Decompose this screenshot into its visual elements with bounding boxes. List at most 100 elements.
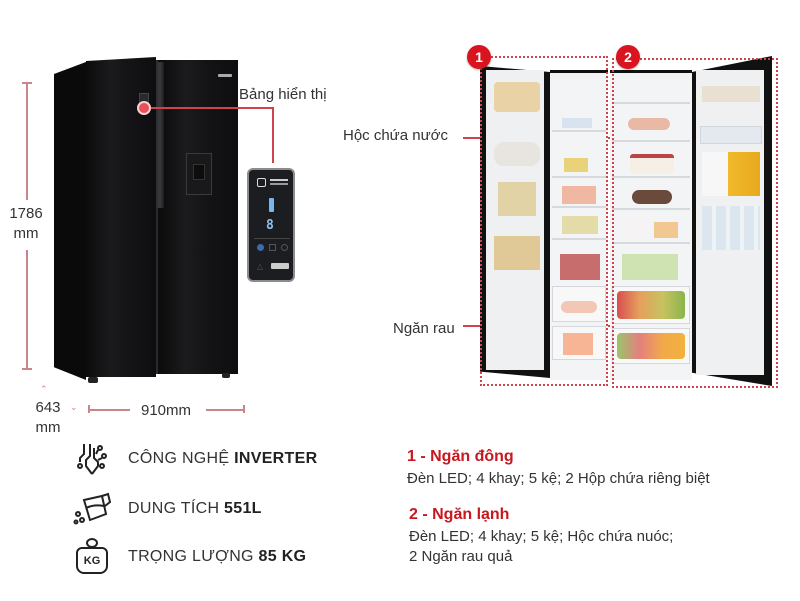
spec-capacity-text: DUNG TÍCH 551L: [128, 500, 262, 518]
depth-dimension-value: 643: [35, 399, 61, 416]
fridge-shelf: [612, 208, 690, 210]
display-callout-line-v: [272, 107, 274, 163]
fridge-item-fruit-plate: [628, 118, 670, 130]
fridge-door-water-bottles: [702, 206, 760, 250]
fridge-foot-left: [88, 377, 98, 383]
pitcher-icon: [73, 492, 112, 525]
spec-capacity-label: DUNG TÍCH: [128, 500, 225, 517]
spec-row: KG TRỌNG LƯỢNG 85 KG: [70, 538, 390, 578]
panel-divider: [254, 238, 290, 239]
open-fridge-figure: Hộc chứa nước Ngăn rau: [330, 30, 800, 400]
width-dimension-line-right: [206, 409, 244, 411]
fridge-door-bin-yogurt: [702, 86, 760, 102]
fridge-shelf: [612, 242, 690, 244]
freezer-item-meat: [560, 254, 600, 280]
fridge-section-desc-line1: Đèn LED; 4 khay; 5 kệ; Hộc chứa nuóc;: [409, 528, 674, 545]
fridge-door-bottles: [702, 152, 760, 196]
door-gap: [156, 60, 158, 374]
closed-fridge-figure: 1786 mm ⌃ 643 ⌄ mm 910mm Bảng hiển thị 8: [0, 0, 330, 440]
water-compartment-label: Hộc chứa nước: [343, 127, 448, 144]
vegetables: [617, 291, 685, 319]
brand-logo: [218, 74, 232, 77]
spec-weight-label: TRỌNG LƯỢNG: [128, 548, 259, 565]
freezer-item-box: [562, 216, 598, 234]
display-panel-closeup: 8 △: [247, 168, 295, 282]
width-dimension-line-left: [88, 409, 130, 411]
cooling-label: [270, 179, 288, 181]
fridge-foot-right: [222, 373, 230, 378]
fridge-zone-outline: [612, 58, 778, 388]
height-dimension-unit: mm: [13, 225, 39, 242]
home-icon: [269, 244, 276, 251]
vegetable-drawer-bottom: [612, 328, 690, 364]
spec-weight-value: 85 KG: [258, 548, 307, 565]
freezer-section-desc: Đèn LED; 4 khay; 5 kệ; 2 Hộp chứa riêng …: [407, 470, 710, 487]
freezer-shelf: [552, 130, 606, 132]
height-dimension-cap-bottom: [22, 368, 32, 370]
freezer-door-inner: [486, 70, 544, 370]
height-dimension-value: 1786: [9, 205, 43, 222]
spec-row: DUNG TÍCH 551L: [70, 490, 390, 530]
digit-display: 8: [266, 218, 274, 233]
fridge-item-dish: [632, 190, 672, 204]
freezer-zone-badge: 1: [467, 45, 491, 69]
width-dimension-cap-right: [243, 405, 245, 413]
fridge-side-panel: [54, 62, 86, 380]
fridge-item-cake: [630, 154, 674, 174]
display-panel-label: Bảng hiển thị: [239, 86, 327, 103]
fridge-item-jars: [654, 222, 678, 238]
alert-icon: △: [257, 262, 264, 271]
height-dimension-cap-top: [22, 82, 32, 84]
depth-dimension-unit: mm: [35, 419, 61, 436]
door-handle: [156, 62, 164, 208]
freezer-shelf: [552, 238, 606, 240]
freezer-zone-outline: [480, 56, 608, 386]
fridge-door-water-tank: [700, 126, 762, 144]
fridge-zone-badge: 2: [616, 45, 640, 69]
vegetable-drawer-top: [612, 286, 690, 324]
height-dimension-line-top: [26, 82, 28, 200]
width-dimension-label: 910mm: [140, 402, 192, 419]
freezer-drawer-1: [552, 286, 606, 322]
freezer-item-butter: [564, 158, 588, 172]
circuit-icon: [77, 444, 107, 475]
freezer-door-bin-4: [494, 236, 540, 270]
fridge-section-desc-line2: 2 Ngăn rau quả: [409, 548, 513, 565]
fridge-section-title: 2 - Ngăn lạnh: [409, 506, 510, 523]
fridge-item-containers: [622, 254, 678, 280]
fruits: [617, 333, 685, 359]
dispenser-nozzle: [193, 164, 205, 180]
freezer-drawer-2: [552, 326, 606, 360]
display-marker-dot: [137, 101, 151, 115]
spec-inverter-value: INVERTER: [234, 450, 318, 467]
freezer-section-title: 1 - Ngăn đông: [407, 448, 514, 465]
cooling-label-2: [270, 183, 288, 185]
weight-icon: KG: [74, 538, 110, 576]
spec-inverter-label: CÔNG NGHỆ: [128, 450, 235, 467]
water-dispenser: [186, 153, 212, 195]
cooling-icon: [257, 178, 266, 187]
spec-capacity-value: 551L: [224, 500, 262, 517]
display-callout-line-h: [151, 107, 273, 109]
weight-icon-body: KG: [76, 547, 108, 574]
spec-inverter-text: CÔNG NGHỆ INVERTER: [128, 450, 317, 468]
freezer-item-cups: [562, 118, 592, 128]
freezer-door-bin-3: [498, 182, 536, 216]
freezer-shelf: [552, 176, 606, 178]
freezer-shelf: [552, 206, 606, 208]
freezer-door-bin-2: [494, 142, 540, 166]
spec-weight-text: TRỌNG LƯỢNG 85 KG: [128, 548, 306, 566]
fridge-right-door: [158, 60, 238, 374]
fridge-shelf: [612, 176, 690, 178]
fridge-shelf: [612, 102, 690, 104]
freezer-drawer-item: [563, 333, 593, 355]
freezer-door-bin-1: [494, 82, 540, 112]
panel-badge: [271, 263, 289, 269]
depth-tick-icon: ⌃: [40, 384, 48, 394]
mode-icon: [257, 244, 264, 251]
fridge-item-bowl: [622, 218, 648, 238]
fridge-shelf: [612, 140, 690, 142]
freezer-drawer-item: [561, 301, 597, 313]
depth-tick-icon-2: ⌄: [70, 402, 78, 412]
freezer-item-shrimp: [562, 186, 596, 204]
